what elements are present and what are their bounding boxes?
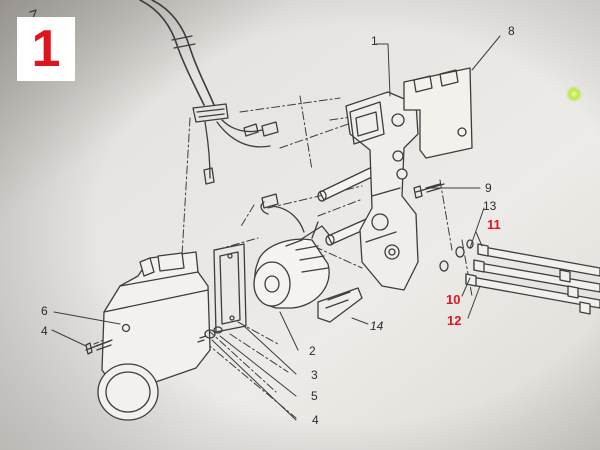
callout-12: 12	[447, 313, 462, 328]
cable-hose	[139, 0, 279, 185]
callout-10: 10	[446, 292, 461, 307]
light-glare	[566, 86, 582, 102]
corner-mark	[29, 9, 37, 19]
solenoid-coil	[253, 221, 331, 309]
callout-3: 3	[311, 368, 318, 382]
callout-13: 13	[483, 199, 497, 213]
callout-14: 14	[370, 319, 384, 333]
mounting-bracket	[403, 67, 473, 159]
washer-nut	[197, 326, 223, 343]
leader-lines	[51, 35, 501, 421]
page-number-text: 1	[31, 20, 61, 78]
callout-1: 1	[371, 34, 378, 48]
plate-14	[317, 287, 363, 323]
callout-8: 8	[508, 24, 515, 38]
page-number-badge: 1	[17, 17, 75, 81]
callout-4-left: 4	[41, 324, 48, 338]
valve-body	[345, 91, 419, 291]
screw-left	[85, 339, 113, 355]
callout-5: 5	[311, 389, 318, 403]
gasket-plate	[213, 243, 247, 333]
motor-cover	[97, 251, 211, 421]
callout-9: 9	[485, 181, 492, 195]
callout-6: 6	[41, 304, 48, 318]
callout-2: 2	[309, 344, 316, 358]
pipes	[465, 243, 600, 315]
callout-11: 11	[487, 217, 501, 232]
coil-terminals	[260, 193, 305, 233]
callout-4-right: 4	[312, 413, 319, 427]
